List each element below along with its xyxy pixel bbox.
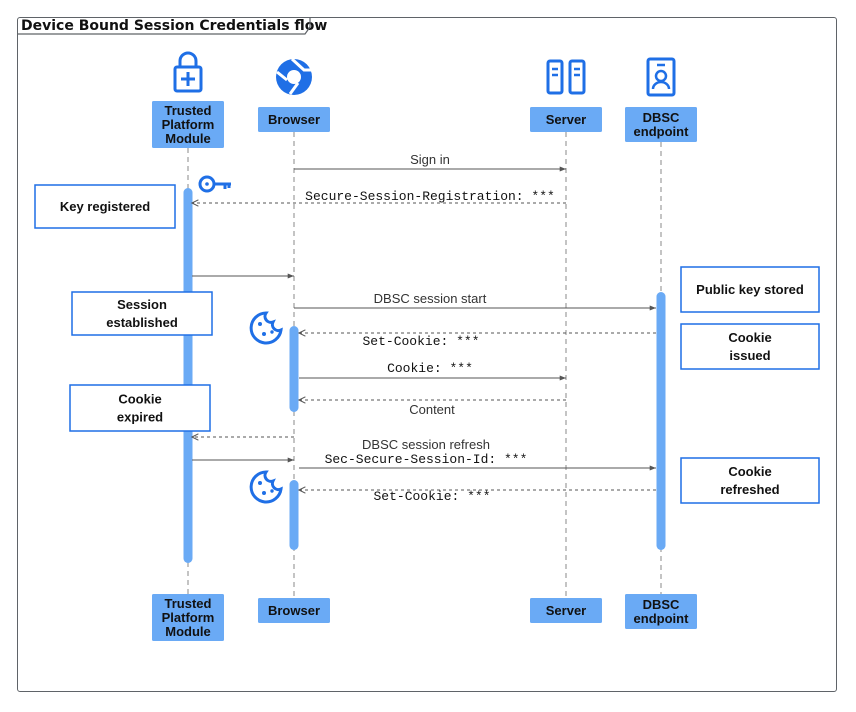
note-label: Cookie: [728, 464, 771, 479]
server-icon: [546, 59, 586, 95]
note-label: Cookie: [728, 330, 771, 345]
activation-bar-tpm: [183, 188, 193, 563]
lock-plus-icon: [173, 51, 203, 93]
message-arrow: DBSC session refreshSec-Secure-Session-I…: [299, 437, 656, 471]
message-label: Cookie: ***: [387, 361, 473, 376]
note-box: Cookie refreshed: [680, 457, 820, 504]
note-label: established: [106, 315, 178, 330]
message-label: Content: [409, 402, 455, 417]
note-label: expired: [117, 410, 163, 425]
participant-label: endpoint: [634, 124, 690, 139]
participant-label: Server: [546, 112, 586, 127]
participant-server-bottom: Server: [530, 598, 602, 623]
participant-browser-bottom: Browser: [258, 598, 330, 623]
participants: TrustedPlatformModuleTrustedPlatformModu…: [152, 101, 697, 641]
id-badge-icon: [646, 57, 676, 97]
activation-bar-browser: [289, 480, 299, 550]
note-label: Key registered: [60, 199, 150, 214]
note-label: Session: [117, 297, 167, 312]
participant-label: Module: [165, 131, 211, 146]
message-label: Sec-Secure-Session-Id: ***: [325, 452, 528, 467]
participant-label: endpoint: [634, 611, 690, 626]
participant-label: Platform: [162, 610, 215, 625]
message-label: Set-Cookie: ***: [362, 334, 479, 349]
participant-label: Platform: [162, 117, 215, 132]
participant-label: DBSC: [643, 597, 680, 612]
message-label: DBSC session start: [374, 291, 487, 306]
participant-label: DBSC: [643, 110, 680, 125]
note-label: issued: [729, 348, 770, 363]
message-label: Secure-Session-Registration: ***: [305, 189, 555, 204]
message-arrow: Cookie: ***: [299, 361, 566, 381]
message-arrow: Content: [299, 400, 566, 417]
note-box: Cookie issued: [680, 323, 820, 370]
diagram-title: Device Bound Session Credentials flow: [21, 18, 328, 34]
message-arrow: Sign in: [294, 152, 566, 172]
activation-bars: [183, 188, 666, 563]
note-box: Key registered: [34, 184, 176, 229]
message-label: Set-Cookie: ***: [373, 489, 490, 504]
message-arrow: DBSC session start: [294, 291, 656, 311]
message-arrow: Set-Cookie: ***: [299, 489, 656, 504]
cookie-icon: [249, 470, 283, 504]
participant-label: Trusted: [165, 596, 212, 611]
participant-label: Browser: [268, 603, 320, 618]
note-label: refreshed: [720, 482, 779, 497]
note-box: Cookie expired: [69, 384, 211, 432]
message-arrow: Set-Cookie: ***: [299, 333, 656, 349]
cookie-icon: [249, 311, 283, 345]
note-label: Public key stored: [696, 282, 804, 297]
activation-bar-browser: [289, 326, 299, 412]
message-label: Sign in: [410, 152, 450, 167]
participant-label: Server: [546, 603, 586, 618]
participant-server-top: Server: [530, 107, 602, 132]
message-arrow: Secure-Session-Registration: ***: [192, 189, 566, 204]
participant-label: Browser: [268, 112, 320, 127]
diagram-frame: [17, 17, 837, 692]
message-label: DBSC session refresh: [362, 437, 490, 452]
note-box: Public key stored: [680, 266, 820, 313]
note-box: Session established: [71, 291, 213, 336]
activation-bar-dbsc: [656, 292, 666, 550]
title-tab: [18, 18, 311, 35]
participant-browser-top: Browser: [258, 107, 330, 132]
chrome-icon: [276, 57, 312, 95]
messages: Sign in Secure-Session-Registration: *** D…: [192, 152, 656, 504]
participant-label: Trusted: [165, 103, 212, 118]
note-label: Cookie: [118, 392, 161, 407]
participant-label: Module: [165, 624, 211, 639]
key-icon: [198, 175, 231, 193]
